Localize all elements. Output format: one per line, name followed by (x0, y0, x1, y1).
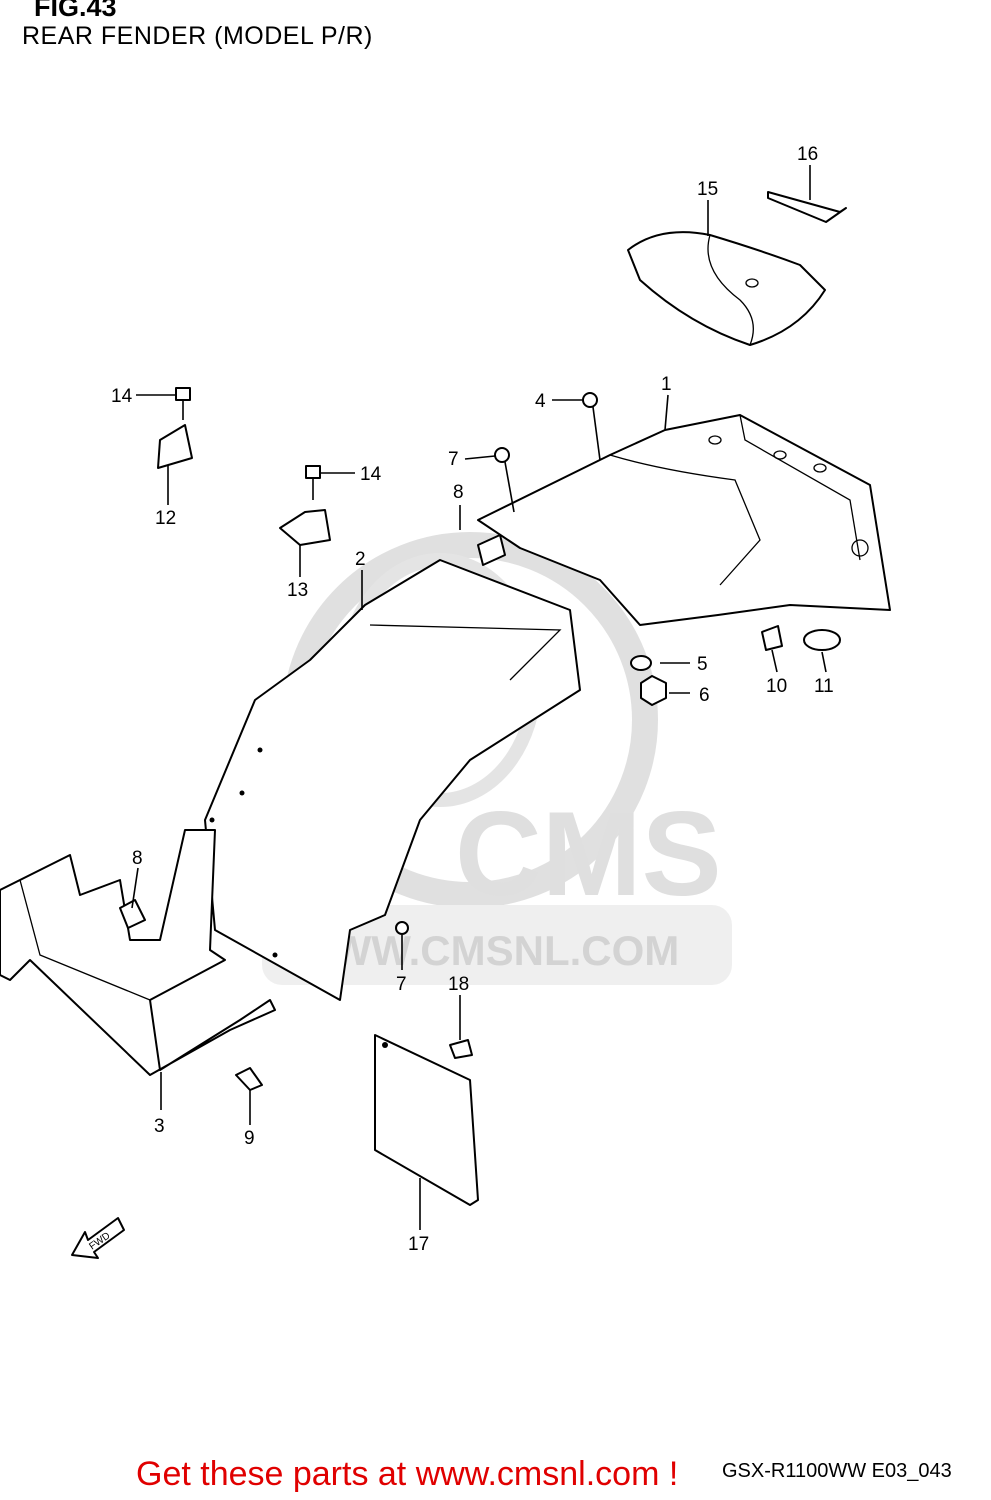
callout-7-top: 7 (448, 449, 459, 470)
leader-lines (131, 165, 827, 1230)
callout-18: 18 (448, 974, 469, 995)
forward-arrow-icon: FWD (71, 1217, 125, 1259)
callout-15: 15 (697, 179, 718, 200)
callout-6: 6 (699, 685, 710, 706)
part-16-strap (767, 191, 847, 223)
part-1-fender (477, 414, 891, 626)
callout-9: 9 (244, 1128, 255, 1149)
fasteners (119, 387, 841, 1091)
part-3-bracket (0, 829, 276, 1076)
watermark-brand: CMS (455, 787, 722, 921)
figure-title: REAR FENDER (MODEL P/R) (22, 22, 373, 50)
part-2-fender (204, 559, 581, 1001)
callout-16: 16 (797, 144, 818, 165)
diagram-code: GSX-R1100WW E03_043 (722, 1460, 952, 1482)
watermark: CMS WWW.CMSNL.COM (262, 532, 732, 985)
callout-7-bottom: 7 (396, 974, 407, 995)
callout-17: 17 (408, 1234, 429, 1255)
callout-1: 1 (661, 374, 672, 395)
part-15-cover (627, 231, 826, 346)
callout-3: 3 (154, 1116, 165, 1137)
callout-4: 4 (535, 391, 546, 412)
parts-link[interactable]: Get these parts at www.cmsnl.com ! (136, 1455, 679, 1493)
callout-11: 11 (814, 676, 834, 697)
callout-8-bottom: 8 (132, 848, 143, 869)
part-17-flap (374, 1034, 479, 1206)
callout-12: 12 (155, 508, 176, 529)
callout-2: 2 (355, 549, 366, 570)
callout-14-right: 14 (360, 464, 382, 485)
callout-13: 13 (287, 580, 308, 601)
callout-5: 5 (697, 654, 708, 675)
watermark-url: WWW.CMSNL.COM (292, 927, 679, 974)
callout-10: 10 (766, 676, 787, 697)
callout-14-left: 14 (111, 386, 133, 407)
callout-8-top: 8 (453, 482, 464, 503)
figure-number: FIG.43 (34, 0, 117, 22)
